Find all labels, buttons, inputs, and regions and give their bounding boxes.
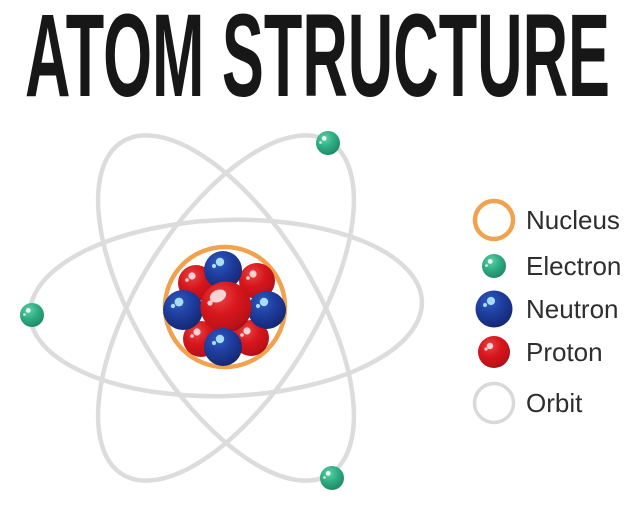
electron: [320, 466, 344, 490]
electron-icon: [482, 254, 506, 278]
electron: [316, 131, 340, 155]
nucleus: [162, 244, 288, 370]
neutron-icon: [475, 290, 513, 328]
neutron-sphere: [248, 291, 286, 329]
electron: [20, 303, 44, 327]
legend-item-proton: Proton: [478, 336, 603, 368]
legend: Nucleus Electron Neutron: [472, 198, 621, 425]
legend-label-electron: Electron: [526, 251, 621, 281]
legend-item-nucleus: Nucleus: [472, 198, 620, 242]
proton-sphere-central: [200, 281, 252, 333]
nucleus-ring-icon: [472, 198, 516, 242]
legend-label-nucleus: Nucleus: [526, 205, 620, 235]
neutron-sphere: [204, 251, 242, 289]
neutron-sphere: [204, 328, 242, 366]
legend-label-proton: Proton: [526, 337, 603, 367]
proton-sphere: [239, 263, 275, 299]
atom-diagram: [20, 131, 425, 490]
legend-item-electron: Electron: [482, 251, 621, 281]
proton-icon: [478, 336, 510, 368]
legend-label-neutron: Neutron: [526, 294, 619, 324]
page-title: ATOM STRUCTURE: [25, 0, 610, 122]
electrons: [20, 131, 344, 490]
legend-item-neutron: Neutron: [475, 290, 619, 328]
orbit-ring-icon: [472, 381, 516, 425]
legend-label-orbit: Orbit: [526, 388, 583, 418]
neutron-sphere: [163, 290, 203, 330]
legend-item-orbit: Orbit: [472, 381, 583, 425]
